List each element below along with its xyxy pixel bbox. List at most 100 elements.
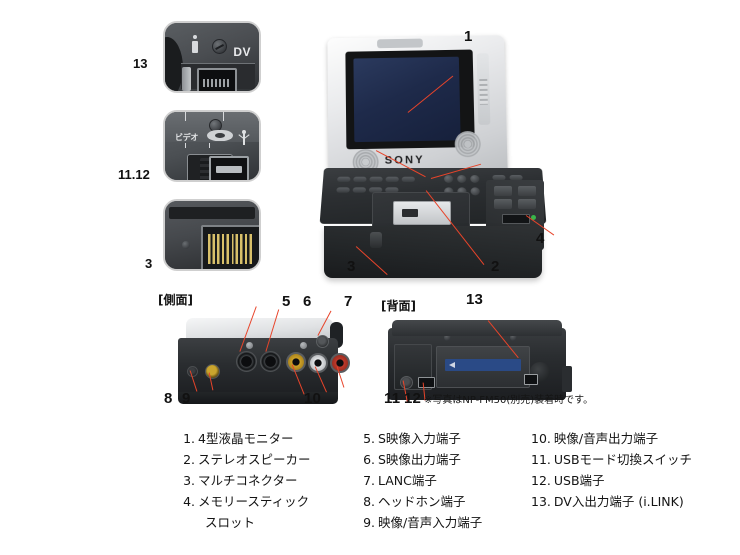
callout-5: 5	[282, 293, 291, 310]
callout-2: 2	[491, 258, 500, 275]
legend-item: 9. 映像/音声入力端子	[356, 512, 482, 533]
screw-icon	[300, 342, 307, 349]
hero-device-illustration: SONY	[310, 30, 560, 280]
lid-side-buttons	[477, 53, 491, 125]
legend-label: メモリースティック	[198, 491, 309, 512]
legend-item: 12. USB端子	[531, 470, 692, 491]
detail-panel-number-3: 3	[145, 256, 152, 271]
multi-connector-cover	[370, 232, 382, 248]
legend-label: LANC端子	[378, 470, 437, 491]
av-in-jack	[205, 364, 220, 379]
usb-panel-art: ビデオ	[165, 112, 259, 180]
av-out-audio-l-jack	[308, 353, 328, 373]
ilink-icon	[191, 35, 199, 55]
legend-number: 6.	[356, 449, 375, 470]
rear-tab	[562, 366, 572, 392]
legend-number: 8.	[356, 491, 375, 512]
legend-item: 8. ヘッドホン端子	[356, 491, 482, 512]
usb-jack-icon	[209, 156, 249, 182]
lanc-jack	[316, 335, 329, 348]
legend-number: 10.	[531, 428, 551, 449]
legend-number: 11.	[531, 449, 551, 470]
usb-jack	[418, 377, 435, 388]
legend-number: 13.	[531, 491, 551, 512]
detail-panel-usb: ビデオ	[163, 110, 261, 182]
legend-item: 5. S映像入力端子	[356, 428, 482, 449]
dv-panel-art: DV	[165, 23, 259, 91]
s-video-in-jack	[236, 351, 257, 372]
usb-icon	[237, 130, 251, 146]
legend-label: スロット	[198, 512, 255, 533]
lcd-monitor	[353, 57, 460, 142]
osd-icon	[207, 130, 233, 141]
multi-connector-icon	[201, 225, 261, 271]
legend-item: 3. マルチコネクター	[176, 470, 311, 491]
side-view-heading: [側面]	[158, 291, 193, 308]
legend-item: 10. 映像/音声出力端子	[531, 428, 692, 449]
legend-label: DV入出力端子 (i.LINK)	[554, 491, 684, 512]
battery-label	[445, 359, 521, 371]
legend-label: 映像/音声出力端子	[554, 428, 658, 449]
battery-note: ※写真はNP-FM50(別売)装着時です。	[424, 391, 593, 406]
legend-number: 9.	[356, 512, 375, 533]
screw-icon	[246, 342, 253, 349]
device-front-body	[324, 226, 542, 278]
legend-label: USB端子	[554, 470, 605, 491]
legend-number: 12.	[531, 470, 551, 491]
legend-item: 6. S映像出力端子	[356, 449, 482, 470]
legend-item: 4. メモリースティック	[176, 491, 311, 512]
legend-number: 4.	[176, 491, 195, 512]
legend-item: 11. USBモード切換スイッチ	[531, 449, 692, 470]
legend-label: 映像/音声入力端子	[378, 512, 482, 533]
dv-jack-icon	[197, 68, 237, 93]
legend-number: 2.	[176, 449, 195, 470]
screw-icon	[212, 39, 227, 54]
legend-number: 3.	[176, 470, 195, 491]
legend-item: 13. DV入出力端子 (i.LINK)	[531, 491, 692, 512]
legend-number: 7.	[356, 470, 375, 491]
legend-label: S映像入力端子	[378, 428, 461, 449]
legend-column-1: 1. 4型液晶モニター 2. ステレオスピーカー 3. マルチコネクター 4. …	[176, 428, 311, 533]
legend-number: 5.	[356, 428, 375, 449]
rear-top-handle	[392, 320, 562, 336]
multi-connector-panel-art	[165, 201, 259, 269]
legend-item: 7. LANC端子	[356, 470, 482, 491]
legend-label: USBモード切換スイッチ	[554, 449, 692, 470]
callout-13: 13	[466, 291, 483, 308]
av-out-audio-r-jack	[330, 353, 350, 373]
legend-column-3: 10. 映像/音声出力端子 11. USBモード切換スイッチ 12. USB端子…	[531, 428, 692, 512]
detail-panel-dv: DV	[163, 21, 261, 93]
legend-number	[176, 512, 195, 533]
callout-9: 9	[182, 390, 191, 407]
legend-label: ステレオスピーカー	[198, 449, 311, 470]
callout-6: 6	[303, 293, 312, 310]
callout-12: 12	[404, 390, 421, 407]
s-video-out-jack	[260, 351, 281, 372]
legend-item: 2. ステレオスピーカー	[176, 449, 311, 470]
dv-jack	[524, 374, 538, 385]
legend-label: マルチコネクター	[198, 470, 298, 491]
callout-11: 11	[384, 390, 400, 407]
legend-item-continuation: スロット	[176, 512, 311, 533]
legend-label: 4型液晶モニター	[198, 428, 293, 449]
detail-panel-multi	[163, 199, 261, 271]
callout-10: 10	[304, 390, 321, 407]
screw-icon	[182, 241, 190, 249]
legend-item: 1. 4型液晶モニター	[176, 428, 311, 449]
callout-7: 7	[344, 293, 353, 310]
stereo-speaker-right	[454, 131, 481, 158]
dv-port-label: DV	[233, 45, 251, 59]
callout-8: 8	[164, 390, 173, 407]
callout-4: 4	[536, 230, 545, 247]
callout-1: 1	[464, 28, 473, 45]
av-out-video-jack	[286, 352, 306, 372]
legend-column-2: 5. S映像入力端子 6. S映像出力端子 7. LANC端子 8. ヘッドホン…	[356, 428, 482, 533]
detail-panel-number-11-12: 11.12	[118, 167, 150, 182]
legend-number: 1.	[176, 428, 195, 449]
callout-3: 3	[347, 258, 356, 275]
battery-pack	[436, 346, 530, 388]
legend-label: ヘッドホン端子	[378, 491, 466, 512]
legend-label: S映像出力端子	[378, 449, 461, 470]
video-mode-label: ビデオ	[175, 132, 198, 143]
